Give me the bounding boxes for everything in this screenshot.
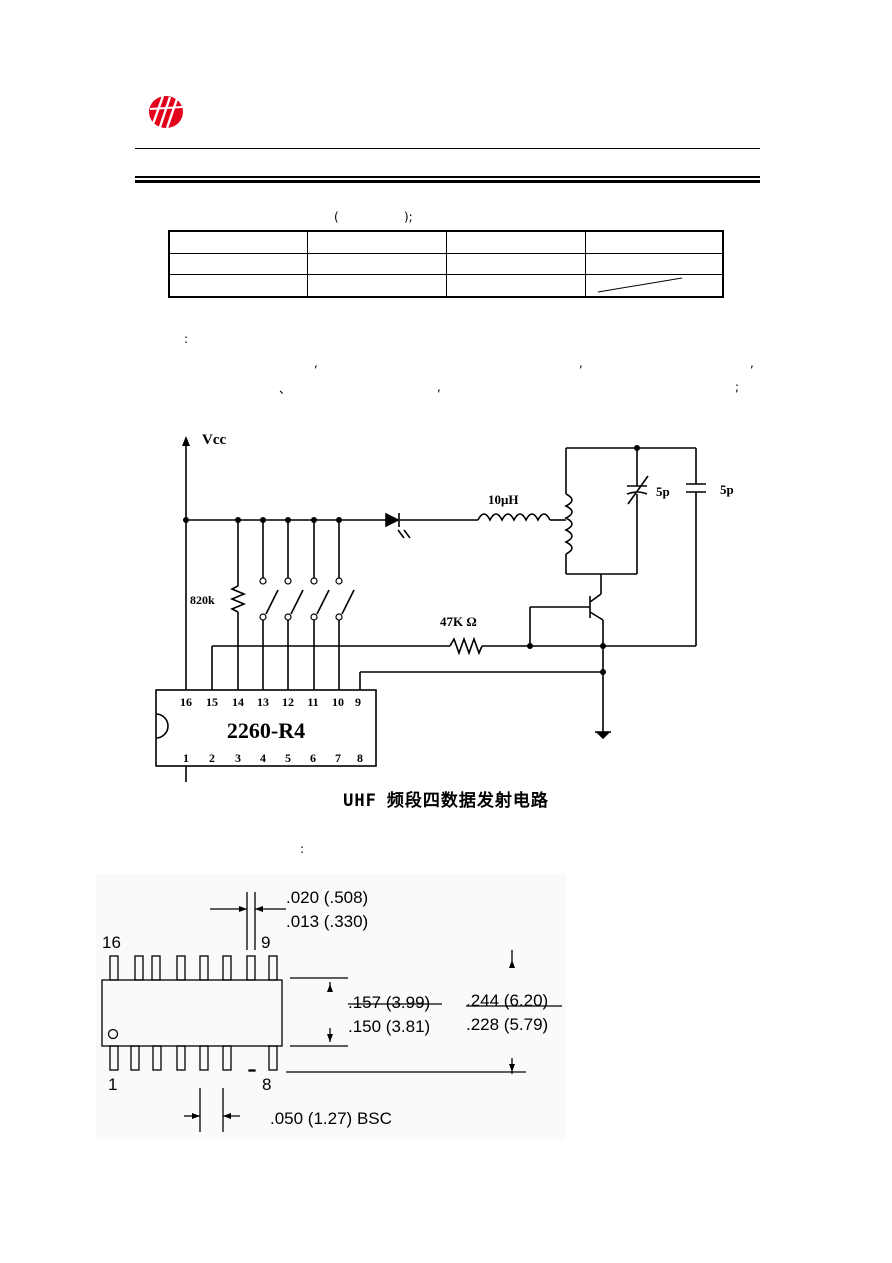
diagonal-slash-icon bbox=[597, 277, 683, 293]
ic-pin-top: 15 bbox=[206, 695, 218, 709]
company-logo bbox=[149, 95, 183, 129]
paragraph-comma: , bbox=[750, 356, 754, 370]
table-row bbox=[168, 274, 724, 298]
table-cell bbox=[446, 274, 586, 298]
figure-caption: UHF 频段四数据发射电路 bbox=[0, 786, 892, 811]
r2-label: 47K Ω bbox=[440, 614, 477, 629]
ic-pin-top: 12 bbox=[282, 695, 294, 709]
ic-body bbox=[155, 689, 377, 767]
lead-width-max: .020 (.508) bbox=[286, 888, 368, 907]
ic-pin-bottom: 8 bbox=[357, 751, 363, 765]
ic-pin-bottom: 1 bbox=[183, 751, 189, 765]
inductor-label: 10μH bbox=[488, 492, 518, 507]
paragraph-comma: , bbox=[314, 356, 318, 370]
ic-pin-top: 10 bbox=[332, 695, 344, 709]
transmitter-circuit-schematic: Vcc 820k 47K Ω 10μH 5p 5p 2260-R4 16 15 … bbox=[155, 432, 734, 782]
caption-title: 频段四数据发射电路 bbox=[386, 791, 549, 811]
paragraph-semicolon: ; bbox=[735, 380, 740, 394]
table-label-open-paren: ( bbox=[334, 210, 339, 224]
ic-pin-top: 16 bbox=[180, 695, 192, 709]
paragraph-comma: 、 bbox=[279, 382, 292, 396]
pin-16-label: 16 bbox=[102, 933, 121, 952]
sop16-package-drawing: .020 (.508) .013 (.330) .157 (3.99) .150… bbox=[96, 874, 566, 1140]
vcc-label: Vcc bbox=[202, 432, 226, 448]
ic-pin-bottom: 2 bbox=[209, 751, 215, 765]
ic-pin-top: 14 bbox=[232, 695, 244, 709]
ic-pin-top: 9 bbox=[355, 695, 361, 709]
table-row bbox=[168, 230, 724, 254]
ic-pin-bottom: 7 bbox=[335, 751, 341, 765]
pin-1-label: 1 bbox=[108, 1075, 117, 1094]
body-width-max: .157 (3.99) bbox=[348, 993, 430, 1012]
header-rule-top bbox=[135, 148, 760, 149]
spec-table bbox=[168, 230, 724, 298]
ic-pin-bottom: 5 bbox=[285, 751, 291, 765]
table-label-close-paren: ); bbox=[404, 210, 413, 224]
total-width-max: .244 (6.20) bbox=[466, 991, 548, 1010]
ic-pin-bottom: 4 bbox=[260, 751, 266, 765]
ic-pin-bottom: 6 bbox=[310, 751, 316, 765]
table-cell bbox=[446, 230, 586, 254]
package-body bbox=[101, 979, 283, 1047]
paragraph-colon: : bbox=[184, 332, 189, 346]
r1-label: 820k bbox=[190, 593, 215, 607]
pin-9-label: 9 bbox=[261, 933, 270, 952]
ic-pin-top: 11 bbox=[307, 695, 318, 709]
ic-pin-top: 13 bbox=[257, 695, 269, 709]
ic-pin-bottom: 3 bbox=[235, 751, 241, 765]
cap-label: 5p bbox=[720, 482, 734, 497]
header-rule-double-b bbox=[135, 180, 760, 183]
caption-band: UHF bbox=[343, 791, 377, 811]
package-label-colon: : bbox=[300, 842, 305, 856]
variable-cap-label: 5p bbox=[656, 484, 670, 499]
total-width-min: .228 (5.79) bbox=[466, 1015, 548, 1034]
table-cell bbox=[585, 230, 724, 254]
pitch-label: .050 (1.27) BSC bbox=[270, 1109, 392, 1128]
header-rule-double-a bbox=[135, 176, 760, 178]
ic-name: 2260-R4 bbox=[227, 718, 305, 743]
pin-8-label: 8 bbox=[262, 1075, 271, 1094]
paragraph-comma: , bbox=[437, 380, 441, 394]
body-width-min: .150 (3.81) bbox=[348, 1017, 430, 1036]
paragraph-comma: , bbox=[579, 356, 583, 370]
lead-width-min: .013 (.330) bbox=[286, 912, 368, 931]
table-cell-slash bbox=[585, 274, 724, 298]
